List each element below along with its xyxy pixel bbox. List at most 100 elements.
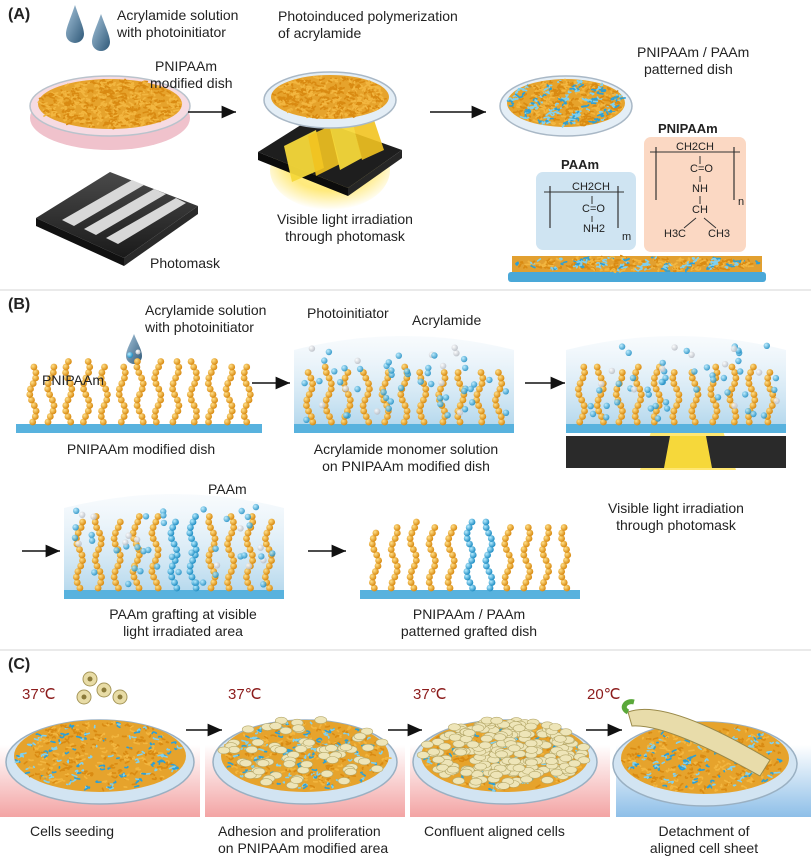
polymer-strand bbox=[602, 99, 609, 102]
polymer-strand bbox=[349, 99, 357, 103]
polymer-strand bbox=[624, 263, 630, 266]
pnipaam-bead bbox=[391, 557, 399, 564]
polymer-strand bbox=[113, 101, 121, 105]
acrylamide-particle bbox=[212, 545, 219, 552]
pnipaam-bead bbox=[459, 396, 467, 404]
pnipaam-bead bbox=[389, 551, 396, 559]
polymer-strand bbox=[316, 728, 321, 732]
polymer-strand bbox=[697, 780, 703, 786]
polymer-strand bbox=[631, 753, 635, 757]
polymer-strand bbox=[68, 735, 74, 738]
polymer-strand bbox=[81, 110, 88, 115]
pnipaam-bead bbox=[154, 551, 162, 559]
cell bbox=[245, 745, 258, 754]
paam-bead bbox=[465, 524, 473, 531]
polymer-strand bbox=[75, 760, 79, 764]
paam-bead bbox=[173, 584, 181, 592]
polymer-strand bbox=[528, 118, 532, 122]
polymer-strand bbox=[306, 115, 313, 119]
polymer-strand bbox=[226, 765, 231, 768]
pnipaam-bead bbox=[188, 385, 196, 393]
pnipaam-bead bbox=[205, 551, 213, 559]
polymer-strand bbox=[548, 87, 552, 91]
polymer-strand bbox=[719, 783, 723, 788]
cell bbox=[577, 743, 590, 751]
polymer-strand bbox=[372, 101, 376, 104]
polymer-strand bbox=[125, 109, 129, 112]
polymer-strand bbox=[52, 754, 57, 758]
pnipaam-bead bbox=[149, 535, 157, 542]
polymer-strand bbox=[552, 744, 557, 749]
pnipaam-bead bbox=[427, 584, 435, 592]
pnipaam-bead bbox=[636, 385, 644, 393]
pnipaam-bead bbox=[575, 391, 583, 398]
pnipaam-bead bbox=[748, 385, 755, 393]
polymer-strand bbox=[99, 747, 106, 750]
photoinitiator-particle bbox=[688, 351, 695, 358]
polymer-strand bbox=[319, 106, 326, 110]
polymer-strand bbox=[61, 98, 64, 101]
polymer-strand bbox=[327, 80, 333, 84]
polymer-strand bbox=[52, 752, 60, 756]
polymer-strand bbox=[157, 740, 163, 743]
polymer-strand bbox=[596, 112, 600, 116]
polymer-strand bbox=[678, 267, 681, 270]
polymer-strand bbox=[45, 741, 50, 745]
polymer-strand bbox=[661, 744, 666, 747]
polymer-strand bbox=[299, 92, 307, 97]
polymer-strand bbox=[611, 93, 617, 97]
paam-bead bbox=[170, 540, 178, 548]
pnipaam-bead bbox=[97, 579, 105, 586]
polymer-strand bbox=[557, 779, 561, 783]
pnipaam-bead bbox=[397, 391, 405, 398]
polymer-strand bbox=[665, 735, 670, 739]
polymer-strand bbox=[575, 106, 580, 110]
polymer-strand bbox=[735, 726, 739, 730]
polymer-strand bbox=[554, 266, 557, 269]
pnipaam-bead bbox=[207, 407, 215, 415]
polymer-strand bbox=[41, 757, 48, 760]
c-temp-4: 20℃ bbox=[587, 686, 621, 703]
polymer-strand bbox=[293, 95, 297, 99]
pnipaam-bead bbox=[393, 568, 401, 575]
polymer-strand bbox=[579, 265, 585, 269]
polymer-strand bbox=[561, 96, 568, 100]
acrylamide-particle bbox=[223, 515, 230, 523]
pnipaam-bead bbox=[670, 380, 678, 387]
polymer-strand bbox=[303, 754, 307, 760]
polymer-strand bbox=[365, 753, 370, 757]
polymer-strand bbox=[284, 98, 289, 103]
polymer-strand bbox=[79, 119, 86, 123]
polymer-strand bbox=[309, 721, 313, 725]
polymer-strand bbox=[294, 103, 299, 107]
polymer-strand bbox=[251, 752, 255, 756]
polymer-strand bbox=[311, 768, 318, 772]
polymer-strand bbox=[597, 103, 600, 108]
pnipaam-bead bbox=[387, 584, 395, 592]
acrylamide-particle bbox=[343, 412, 350, 419]
polymer-strand bbox=[131, 783, 137, 786]
pnipaam-bead bbox=[50, 363, 58, 371]
acrylamide-particle bbox=[461, 406, 469, 413]
polymer-strand bbox=[560, 262, 564, 266]
cell bbox=[244, 771, 257, 780]
polymer-strand bbox=[699, 259, 706, 263]
pnipaam-bead bbox=[670, 407, 678, 415]
photoinitiator-particle bbox=[213, 562, 221, 569]
b-grafting-dish bbox=[64, 494, 284, 599]
polymer-strand bbox=[58, 740, 67, 745]
polymer-strand bbox=[725, 263, 731, 268]
polymer-strand bbox=[320, 86, 327, 89]
polymer-strand bbox=[136, 753, 143, 757]
polymer-strand bbox=[118, 116, 125, 120]
pnipaam-bead bbox=[325, 391, 333, 398]
polymer-strand bbox=[349, 97, 356, 101]
pnipaam-bead bbox=[542, 557, 550, 564]
polymer-strand bbox=[357, 101, 361, 105]
photoinitiator-particle bbox=[773, 397, 780, 405]
polymer-strand bbox=[546, 748, 553, 752]
polymer-strand bbox=[596, 256, 604, 261]
polymer-strand bbox=[361, 88, 367, 92]
polymer-strand bbox=[515, 262, 519, 266]
polymer-strand bbox=[378, 91, 383, 95]
